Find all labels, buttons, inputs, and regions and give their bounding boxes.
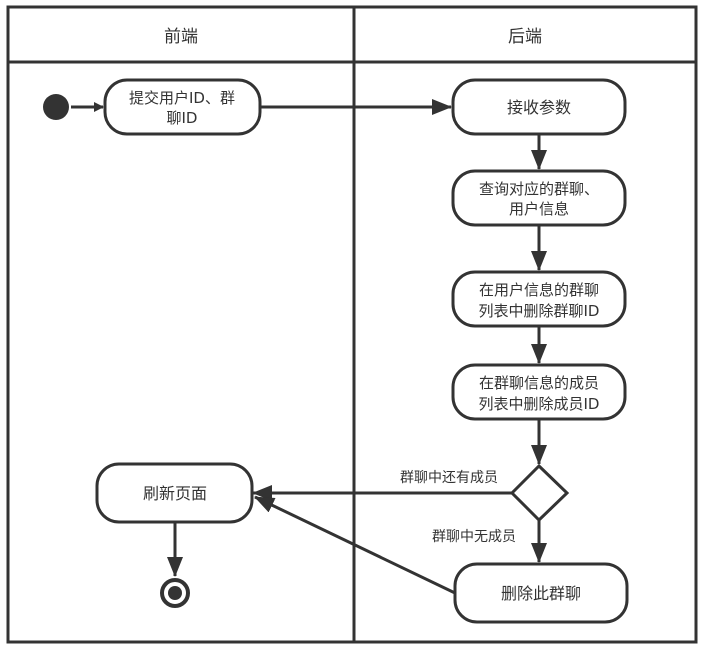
node-receive-text: 接收参数 [507, 98, 571, 117]
node-remove-from-group-line1: 在群聊信息的成员 [479, 374, 599, 392]
node-remove-from-user-line2: 列表中删除群聊ID [479, 302, 600, 320]
edge-label-has-members: 群聊中还有成员 [400, 470, 498, 486]
node-remove-from-user-line1: 在用户信息的群聊 [479, 281, 599, 299]
node-query-line1: 查询对应的群聊、 [479, 180, 599, 198]
edge-label-no-members: 群聊中无成员 [432, 529, 516, 545]
node-refresh-text: 刷新页面 [143, 484, 207, 503]
node-submit-line2: 聊ID [167, 109, 198, 127]
swimlane-frame [6, 5, 698, 644]
lane-title-backend: 后端 [508, 27, 542, 47]
edge-delete-refresh [254, 495, 456, 595]
node-submit-line1: 提交用户ID、群 [129, 89, 235, 107]
node-remove-from-group-line2: 列表中删除成员ID [479, 395, 600, 413]
start-node [43, 94, 69, 120]
end-node-inner [168, 586, 182, 600]
lane-title-frontend: 前端 [164, 27, 198, 47]
node-query-line2: 用户信息 [509, 200, 569, 218]
decision-node [509, 463, 570, 523]
node-delete-group-text: 删除此群聊 [501, 584, 581, 603]
